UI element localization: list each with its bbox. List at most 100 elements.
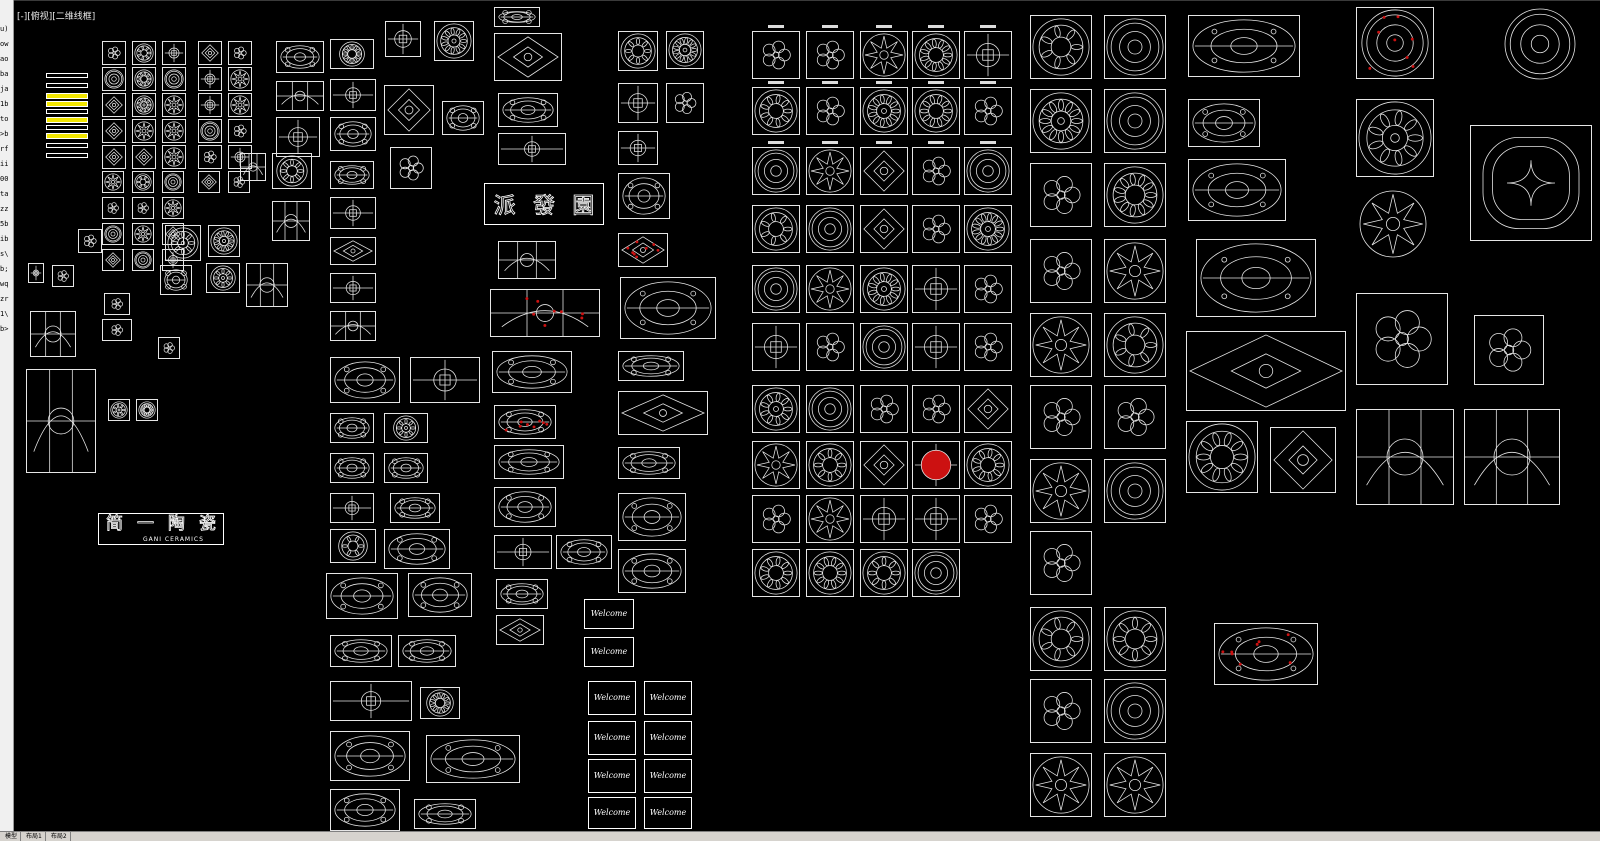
medallion-block[interactable] <box>276 117 320 157</box>
medallion-block[interactable] <box>860 205 908 253</box>
medallion-block[interactable] <box>28 263 44 283</box>
medallion-block[interactable] <box>272 153 312 189</box>
medallion-block[interactable] <box>102 319 132 341</box>
medallion-block[interactable] <box>132 67 156 91</box>
medallion-block[interactable] <box>752 441 800 489</box>
medallion-block[interactable] <box>158 337 180 359</box>
medallion-block[interactable] <box>272 201 310 241</box>
medallion-block[interactable] <box>108 399 130 421</box>
medallion-block[interactable] <box>426 735 520 783</box>
medallion-block[interactable] <box>618 391 708 435</box>
medallion-block[interactable] <box>410 357 480 403</box>
medallion-block[interactable] <box>198 145 222 169</box>
medallion-block[interactable] <box>1188 99 1260 147</box>
medallion-block[interactable] <box>162 67 186 91</box>
medallion-block[interactable] <box>1104 607 1166 671</box>
medallion-block[interactable] <box>102 93 126 117</box>
medallion-block[interactable] <box>494 535 552 569</box>
medallion-block[interactable] <box>276 81 324 111</box>
medallion-block[interactable] <box>752 549 800 597</box>
medallion-block[interactable] <box>132 171 154 193</box>
medallion-block[interactable] <box>408 573 472 617</box>
medallion-block[interactable] <box>618 493 686 541</box>
medallion-block[interactable] <box>860 441 908 489</box>
medallion-block[interactable] <box>618 351 684 381</box>
medallion-block[interactable] <box>330 39 374 69</box>
medallion-block[interactable] <box>494 33 562 81</box>
medallion-block[interactable] <box>1030 163 1092 227</box>
medallion-block[interactable] <box>806 265 854 313</box>
medallion-block[interactable] <box>964 205 1012 253</box>
medallion-block[interactable] <box>860 87 908 135</box>
medallion-block[interactable] <box>1474 315 1544 385</box>
medallion-block[interactable] <box>162 197 184 219</box>
medallion-block[interactable] <box>390 493 440 523</box>
medallion-block[interactable] <box>964 31 1012 79</box>
medallion-block[interactable] <box>912 549 960 597</box>
medallion-block[interactable] <box>1186 421 1258 493</box>
medallion-block[interactable] <box>860 147 908 195</box>
medallion-block[interactable] <box>752 147 800 195</box>
medallion-block[interactable] <box>385 21 421 57</box>
medallion-block[interactable] <box>1104 313 1166 377</box>
medallion-block[interactable] <box>806 87 854 135</box>
medallion-block[interactable] <box>618 131 658 165</box>
medallion-block[interactable] <box>1030 753 1092 817</box>
medallion-block[interactable] <box>494 405 556 439</box>
medallion-block[interactable] <box>78 229 102 253</box>
medallion-block[interactable] <box>102 197 124 219</box>
medallion-block[interactable] <box>1104 385 1166 449</box>
medallion-block[interactable] <box>165 225 201 261</box>
medallion-block[interactable] <box>330 311 376 341</box>
medallion-block[interactable] <box>132 93 156 117</box>
medallion-block[interactable] <box>384 413 428 443</box>
medallion-block[interactable] <box>1356 7 1434 79</box>
medallion-block[interactable] <box>1356 99 1434 177</box>
medallion-block[interactable] <box>752 495 800 543</box>
medallion-block[interactable] <box>1356 293 1448 385</box>
medallion-block[interactable] <box>752 205 800 253</box>
medallion-block[interactable] <box>752 265 800 313</box>
medallion-block[interactable] <box>964 495 1012 543</box>
medallion-block[interactable] <box>860 385 908 433</box>
medallion-block[interactable] <box>330 79 376 111</box>
medallion-block[interactable] <box>1030 239 1092 303</box>
medallion-block[interactable] <box>490 289 600 337</box>
medallion-block[interactable] <box>198 67 222 91</box>
medallion-block[interactable] <box>160 265 192 295</box>
medallion-block[interactable] <box>240 153 266 181</box>
medallion-block[interactable] <box>1030 313 1092 377</box>
medallion-block[interactable] <box>806 385 854 433</box>
medallion-block[interactable] <box>384 529 450 569</box>
medallion-block[interactable] <box>384 453 428 483</box>
medallion-block[interactable] <box>912 441 960 489</box>
medallion-block[interactable] <box>1358 189 1428 259</box>
medallion-block[interactable] <box>1030 607 1092 671</box>
medallion-block[interactable] <box>132 249 154 271</box>
medallion-block[interactable] <box>198 93 222 117</box>
medallion-block[interactable] <box>620 277 716 339</box>
medallion-block[interactable] <box>618 549 686 593</box>
medallion-block[interactable] <box>860 31 908 79</box>
medallion-block[interactable] <box>102 145 126 169</box>
medallion-block[interactable] <box>162 145 186 169</box>
medallion-block[interactable] <box>162 41 186 65</box>
medallion-block[interactable] <box>330 493 374 523</box>
medallion-block[interactable] <box>1030 531 1092 595</box>
medallion-block[interactable] <box>132 197 154 219</box>
medallion-block[interactable] <box>964 265 1012 313</box>
welcome-mat-block[interactable]: Welcome <box>644 681 692 715</box>
medallion-block[interactable] <box>806 495 854 543</box>
medallion-block[interactable] <box>162 119 186 143</box>
medallion-block[interactable] <box>1356 409 1454 505</box>
layout-tab[interactable]: 模型 <box>2 832 22 841</box>
medallion-block[interactable] <box>912 385 960 433</box>
medallion-block[interactable] <box>806 205 854 253</box>
medallion-block[interactable] <box>494 7 540 27</box>
medallion-block[interactable] <box>806 31 854 79</box>
medallion-block[interactable] <box>442 101 484 135</box>
medallion-block[interactable] <box>1104 679 1166 743</box>
medallion-block[interactable] <box>912 323 960 371</box>
medallion-block[interactable] <box>1030 679 1092 743</box>
